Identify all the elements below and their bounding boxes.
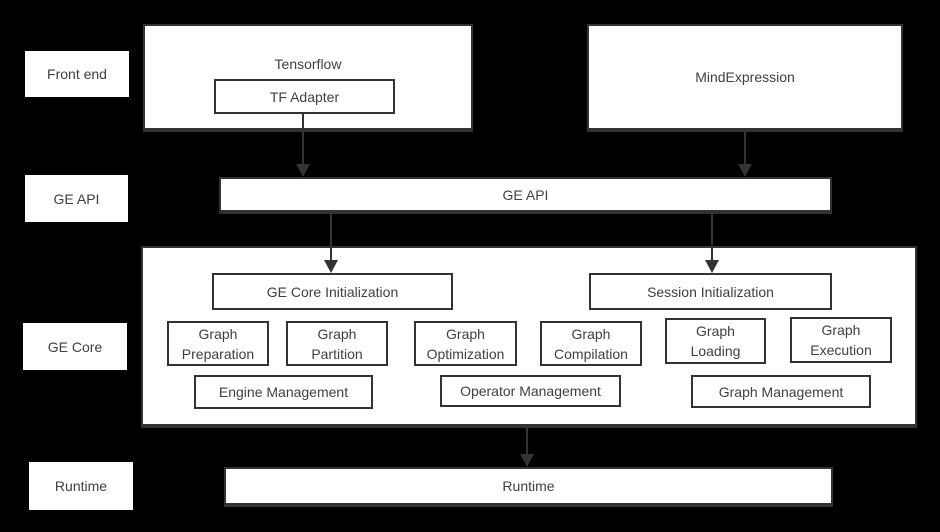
tensorflow-label: Tensorflow — [274, 56, 342, 72]
tf-adapter-box: TF Adapter — [214, 79, 395, 114]
row-label-runtime: Runtime — [29, 462, 133, 510]
operator-management-box: Operator Management — [440, 375, 621, 407]
session-initialization-box: Session Initialization — [589, 273, 832, 310]
graph-partition-box: Graph Partition — [286, 321, 388, 366]
row-label-ge-core: GE Core — [23, 323, 127, 370]
graph-compilation-box: Graph Compilation — [540, 321, 642, 366]
graph-preparation-box: Graph Preparation — [167, 321, 269, 366]
row-label-front-end: Front end — [25, 51, 129, 97]
graph-management-box: Graph Management — [691, 375, 871, 408]
graph-optimization-box: Graph Optimization — [414, 321, 517, 366]
graph-execution-box: Graph Execution — [790, 317, 892, 363]
engine-management-box: Engine Management — [194, 375, 373, 409]
ge-api-bar: GE API — [219, 177, 832, 212]
graph-loading-box: Graph Loading — [665, 318, 766, 364]
tensorflow-box: Tensorflow TF Adapter — [143, 24, 473, 130]
mindexpression-box: MindExpression — [587, 24, 903, 130]
row-label-ge-api: GE API — [25, 175, 128, 222]
runtime-bar: Runtime — [224, 467, 833, 505]
ge-core-initialization-box: GE Core Initialization — [212, 273, 453, 310]
